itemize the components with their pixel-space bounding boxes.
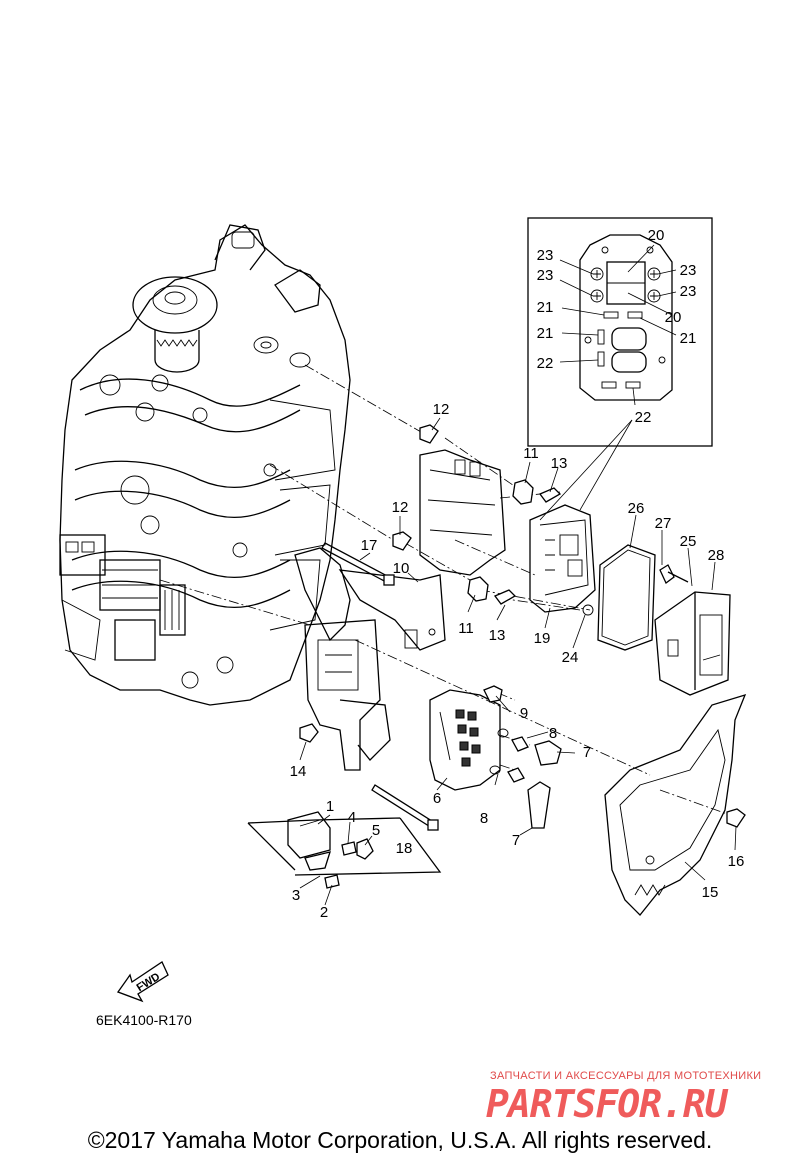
label-part-11a: 11 xyxy=(523,445,539,462)
label-part-23d: 23 xyxy=(680,283,697,300)
label-part-21a: 21 xyxy=(537,299,554,316)
label-part-26: 26 xyxy=(628,500,645,517)
relay-group xyxy=(247,811,442,906)
fwd-label: FWD xyxy=(135,971,163,994)
label-part-23a: 23 xyxy=(537,247,554,264)
bolt-14 xyxy=(299,723,319,761)
label-part-23c: 23 xyxy=(680,262,697,279)
label-part-4: 4 xyxy=(348,809,356,826)
label-part-9: 9 xyxy=(520,705,528,722)
label-part-22b: 22 xyxy=(635,409,652,426)
label-part-25: 25 xyxy=(680,533,697,550)
label-part-6: 6 xyxy=(433,790,441,807)
label-part-23b: 23 xyxy=(537,267,554,284)
label-part-5: 5 xyxy=(372,822,380,839)
part-labels: 1 2 3 4 5 6 7 7 8 8 9 10 11 11 12 12 13 … xyxy=(290,227,745,921)
label-part-8b: 8 xyxy=(480,810,488,827)
label-part-27: 27 xyxy=(655,515,672,532)
label-part-20b: 20 xyxy=(665,309,682,326)
label-part-12a: 12 xyxy=(433,401,450,418)
label-part-17: 17 xyxy=(361,537,378,554)
label-part-20a: 20 xyxy=(648,227,665,244)
label-part-1: 1 xyxy=(326,798,334,815)
label-part-3: 3 xyxy=(292,887,300,904)
label-part-7a: 7 xyxy=(583,744,591,761)
label-part-11b: 11 xyxy=(458,620,474,637)
plate-15 xyxy=(604,693,747,916)
label-part-18: 18 xyxy=(396,840,413,857)
watermark-tagline: ЗАПЧАСТИ И АКСЕССУАРЫ ДЛЯ МОТОТЕХНИКИ xyxy=(490,1070,762,1082)
detail-inset xyxy=(527,217,713,521)
cover-assembly xyxy=(597,514,731,696)
label-part-24: 24 xyxy=(562,649,579,666)
label-part-12b: 12 xyxy=(392,499,409,516)
label-part-10: 10 xyxy=(393,560,410,577)
label-part-22a: 22 xyxy=(537,355,554,372)
label-part-19: 19 xyxy=(534,630,551,647)
label-part-16: 16 xyxy=(728,853,745,870)
cable-ties xyxy=(321,542,439,831)
label-part-14: 14 xyxy=(290,763,307,780)
bracket-14 xyxy=(294,547,391,771)
label-part-21c: 21 xyxy=(537,325,554,342)
label-part-7b: 7 xyxy=(512,832,520,849)
label-part-8a: 8 xyxy=(549,725,557,742)
copyright-text: ©2017 Yamaha Motor Corporation, U.S.A. A… xyxy=(87,1127,713,1153)
watermark-logo: PARTSFOR.RU xyxy=(486,1082,728,1126)
label-part-21b: 21 xyxy=(680,330,697,347)
engine-block xyxy=(59,224,351,706)
label-part-13b: 13 xyxy=(489,627,506,644)
label-part-2: 2 xyxy=(320,904,328,921)
module-19 xyxy=(359,417,596,649)
forward-arrow-icon: FWD xyxy=(116,961,169,1003)
unit-6 xyxy=(429,685,576,836)
label-part-13a: 13 xyxy=(551,455,568,472)
label-part-15: 15 xyxy=(702,884,719,901)
diagram-code: 6EK4100-R170 xyxy=(96,1012,192,1028)
label-part-28: 28 xyxy=(708,547,725,564)
assembly-guide-lines xyxy=(159,364,731,816)
